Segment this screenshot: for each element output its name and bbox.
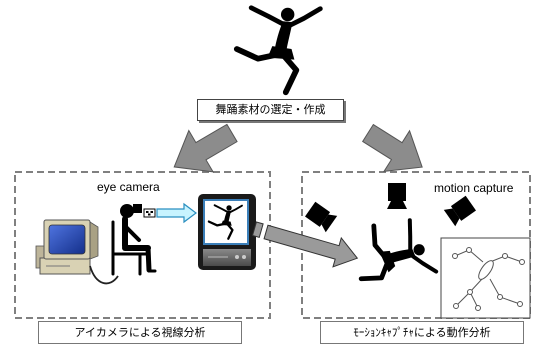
tv-knob bbox=[242, 255, 246, 259]
seated-person-icon bbox=[111, 204, 157, 276]
gaze-arrow bbox=[156, 202, 197, 224]
flow-arrow-left bbox=[173, 123, 238, 173]
stick-joint bbox=[517, 301, 523, 307]
eye-tracking-group-box bbox=[14, 171, 271, 319]
material-selection-box: 舞踊素材の選定・作成 bbox=[197, 99, 344, 121]
motion-capture-camera-icon bbox=[443, 195, 476, 227]
eye-camera-lens bbox=[143, 208, 156, 218]
monitor-side bbox=[89, 221, 99, 260]
stick-figure-icon bbox=[440, 237, 531, 319]
stick-body bbox=[478, 260, 494, 280]
transfer-arrow-body bbox=[263, 224, 359, 268]
eye-camera-icon bbox=[133, 204, 156, 218]
stick-joint bbox=[497, 294, 503, 300]
transfer-arrow bbox=[251, 221, 359, 268]
stick-joint bbox=[453, 303, 459, 309]
eye-tracking-caption: アイカメラによる視線分析 bbox=[38, 321, 242, 344]
tv-monitor-icon bbox=[198, 194, 256, 270]
motion-capture-camera-icon bbox=[387, 183, 407, 209]
eye-camera-label: eye camera bbox=[97, 180, 160, 194]
dancer-icon bbox=[237, 8, 321, 92]
person-head bbox=[120, 204, 134, 218]
eye-camera-body bbox=[133, 204, 142, 213]
motion-capture-label: motion capture bbox=[434, 181, 514, 195]
stick-joint bbox=[467, 289, 473, 295]
stick-joint bbox=[452, 253, 458, 259]
tv-knob bbox=[235, 255, 239, 259]
flow-arrow-right bbox=[361, 123, 423, 173]
stick-joint bbox=[502, 253, 508, 259]
motion-analysis-caption: ﾓｰｼｮﾝｷｬﾌﾟﾁｬによる動作分析 bbox=[320, 321, 524, 344]
computer-icon bbox=[35, 219, 99, 275]
cable bbox=[89, 265, 119, 285]
motion-capture-camera-icon bbox=[305, 201, 338, 233]
stick-joint bbox=[475, 305, 481, 311]
person-shin bbox=[145, 245, 152, 273]
monitor-screen bbox=[48, 224, 86, 255]
stick-joint bbox=[519, 259, 525, 265]
transfer-arrow-tail bbox=[251, 221, 264, 238]
person-arm bbox=[123, 224, 141, 242]
stick-joint bbox=[466, 247, 472, 253]
